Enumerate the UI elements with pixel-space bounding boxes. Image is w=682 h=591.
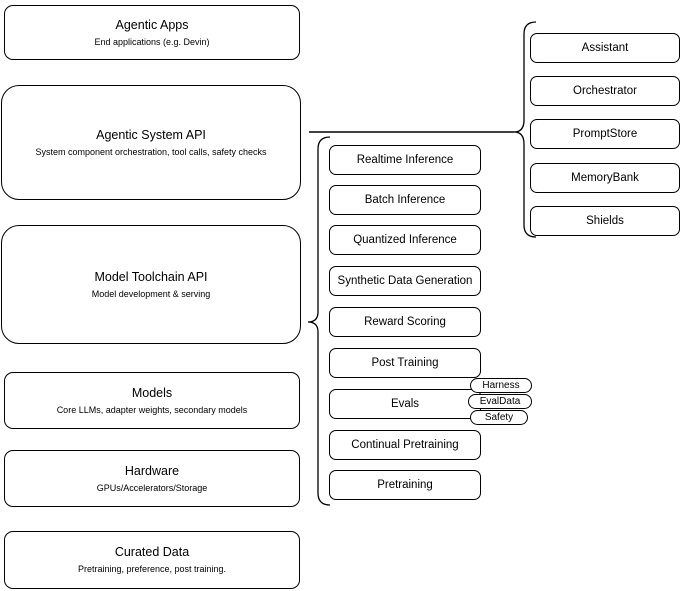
box-agentic-apps: Agentic Apps End applications (e.g. Devi… (4, 5, 300, 60)
box-subtitle: System component orchestration, tool cal… (35, 146, 267, 157)
system-brace (513, 21, 537, 238)
pill-safety: Safety (470, 410, 528, 425)
box-title: Model Toolchain API (94, 269, 208, 284)
toolchain-brace (307, 136, 331, 506)
pill-evaldata: EvalData (468, 394, 532, 409)
box-pretraining: Pretraining (329, 470, 481, 500)
box-realtime-inference: Realtime Inference (329, 145, 481, 175)
box-orchestrator: Orchestrator (530, 76, 680, 106)
box-reward-scoring: Reward Scoring (329, 307, 481, 337)
box-memorybank: MemoryBank (530, 163, 680, 193)
box-promptstore: PromptStore (530, 119, 680, 149)
box-assistant: Assistant (530, 33, 680, 63)
box-title: Agentic System API (96, 127, 206, 142)
box-curated-data: Curated Data Pretraining, preference, po… (4, 531, 300, 589)
box-subtitle: Core LLMs, adapter weights, secondary mo… (56, 404, 248, 415)
box-shields: Shields (530, 206, 680, 236)
box-batch-inference: Batch Inference (329, 185, 481, 215)
box-subtitle: Pretraining, preference, post training. (77, 564, 227, 574)
box-subtitle: GPUs/Accelerators/Storage (96, 482, 208, 493)
box-synthetic-data-generation: Synthetic Data Generation (329, 266, 481, 296)
box-subtitle: Model development & serving (91, 288, 211, 299)
box-title: Hardware (124, 463, 180, 478)
box-post-training: Post Training (329, 348, 481, 378)
box-title: Curated Data (114, 545, 190, 559)
box-subtitle: End applications (e.g. Devin) (94, 36, 210, 47)
box-model-toolchain-api: Model Toolchain API Model development & … (1, 225, 301, 344)
box-title: Models (131, 385, 173, 400)
box-hardware: Hardware GPUs/Accelerators/Storage (4, 450, 300, 507)
box-models: Models Core LLMs, adapter weights, secon… (4, 372, 300, 429)
box-evals: Evals (329, 389, 481, 419)
box-quantized-inference: Quantized Inference (329, 225, 481, 255)
pill-harness: Harness (470, 378, 532, 393)
box-title: Agentic Apps (115, 17, 189, 32)
box-continual-pretraining: Continual Pretraining (329, 430, 481, 460)
box-agentic-system-api: Agentic System API System component orch… (1, 85, 301, 200)
